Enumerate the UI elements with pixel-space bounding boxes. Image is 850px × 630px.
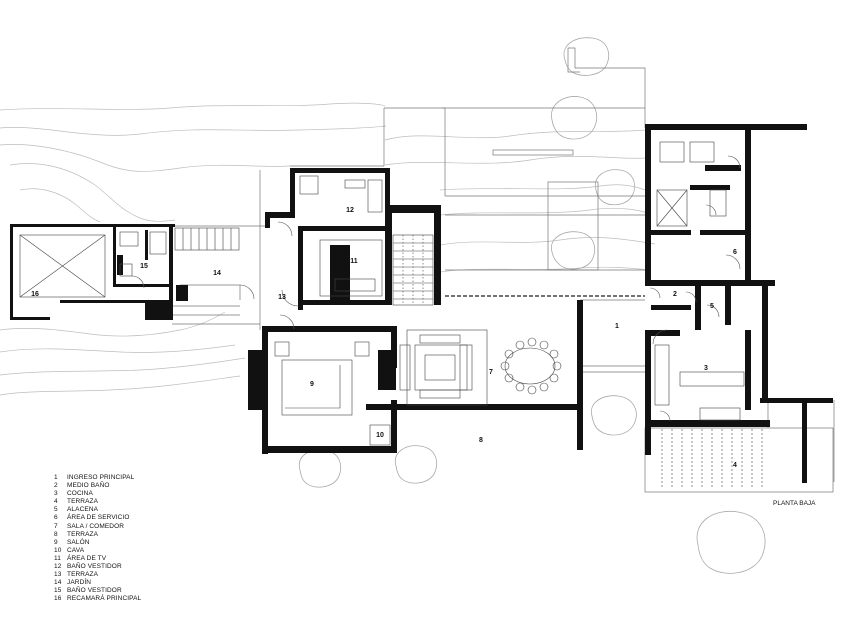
room-number-10: 10 — [376, 432, 384, 439]
room-number-13: 13 — [278, 294, 286, 301]
stairs — [174, 227, 763, 488]
legend-item: 2 MEDIO BAÑO — [54, 482, 141, 490]
legend-label: SALÓN — [67, 538, 90, 546]
legend-item: 12 BAÑO VESTIDOR — [54, 563, 141, 571]
legend-item: 10 CAVA — [54, 547, 141, 555]
walls — [10, 124, 833, 483]
room-number-9: 9 — [310, 381, 314, 388]
legend-label: COCINA — [67, 490, 93, 498]
legend-label: INGRESO PRINCIPAL — [67, 474, 135, 481]
legend-label: RECAMARÁ PRINCIPAL — [67, 595, 142, 603]
legend-item: 3 COCINA — [54, 490, 141, 498]
room-number-1: 1 — [615, 323, 619, 330]
legend-number: 4 — [54, 498, 58, 506]
legend-item: 15 BAÑO VESTIDOR — [54, 587, 141, 595]
legend-number: 6 — [54, 514, 58, 522]
legend-number: 3 — [54, 490, 58, 498]
legend-item: 13 TERRAZA — [54, 571, 141, 579]
legend-item: 1 INGRESO PRINCIPAL — [54, 474, 141, 482]
room-number-5: 5 — [710, 303, 714, 310]
legend-item: 7 SALA / COMEDOR — [54, 523, 141, 531]
room-number-11: 11 — [350, 258, 358, 265]
legend-number: 14 — [54, 579, 62, 587]
legend-label: ÁREA DE TV — [67, 554, 107, 562]
legend-item: 5 ALACENA — [54, 506, 141, 514]
legend-number: 8 — [54, 530, 58, 538]
legend-item: 14 JARDÍN — [54, 579, 141, 587]
room-number-4: 4 — [733, 462, 737, 469]
room-number-15: 15 — [140, 263, 148, 270]
legend-number: 10 — [54, 546, 62, 554]
room-number-3: 3 — [704, 365, 708, 372]
room-number-16: 16 — [31, 291, 39, 298]
room-number-12: 12 — [346, 207, 354, 214]
legend-number: 15 — [54, 587, 62, 595]
legend-label: TERRAZA — [67, 498, 99, 506]
legend-number: 9 — [54, 538, 58, 546]
legend-item: 8 TERRAZA — [54, 531, 141, 539]
terrain-contours — [0, 102, 656, 396]
legend-label: CAVA — [67, 546, 85, 554]
legend-number: 2 — [54, 482, 58, 490]
legend-label: ÁREA DE SERVICIO — [67, 514, 130, 522]
site-lines — [172, 47, 835, 493]
furniture — [19, 141, 745, 446]
room-number-7: 7 — [489, 369, 493, 376]
legend-item: 9 SALÓN — [54, 539, 141, 547]
legend-number: 12 — [54, 563, 62, 571]
legend-number: 13 — [54, 571, 62, 579]
room-number-6: 6 — [733, 249, 737, 256]
legend-number: 11 — [54, 554, 61, 562]
legend-label: JARDÍN — [67, 579, 92, 587]
legend-label: TERRAZA — [67, 530, 99, 538]
legend-label: BAÑO VESTIDOR — [67, 563, 122, 571]
room-number-8: 8 — [479, 437, 483, 444]
door-swings — [131, 155, 741, 422]
legend-number: 1 — [54, 474, 58, 481]
legend-label: BAÑO VESTIDOR — [67, 587, 122, 595]
legend-label: MEDIO BAÑO — [67, 482, 110, 490]
legend-item: 11 ÁREA DE TV — [54, 555, 141, 563]
legend-item: 16 RECAMARÁ PRINCIPAL — [54, 595, 141, 603]
room-number-14: 14 — [213, 270, 221, 277]
legend-label: ALACENA — [67, 506, 99, 514]
plan-title: PLANTA BAJA — [773, 500, 816, 507]
legend-number: 16 — [54, 595, 62, 603]
legend-label: TERRAZA — [67, 571, 99, 579]
legend-number: 7 — [54, 522, 58, 530]
legend-item: 6 ÁREA DE SERVICIO — [54, 514, 141, 522]
legend-label: SALA / COMEDOR — [67, 522, 125, 530]
legend-number: 5 — [54, 506, 58, 514]
room-number-2: 2 — [673, 291, 677, 298]
legend-item: 4 TERRAZA — [54, 498, 141, 506]
